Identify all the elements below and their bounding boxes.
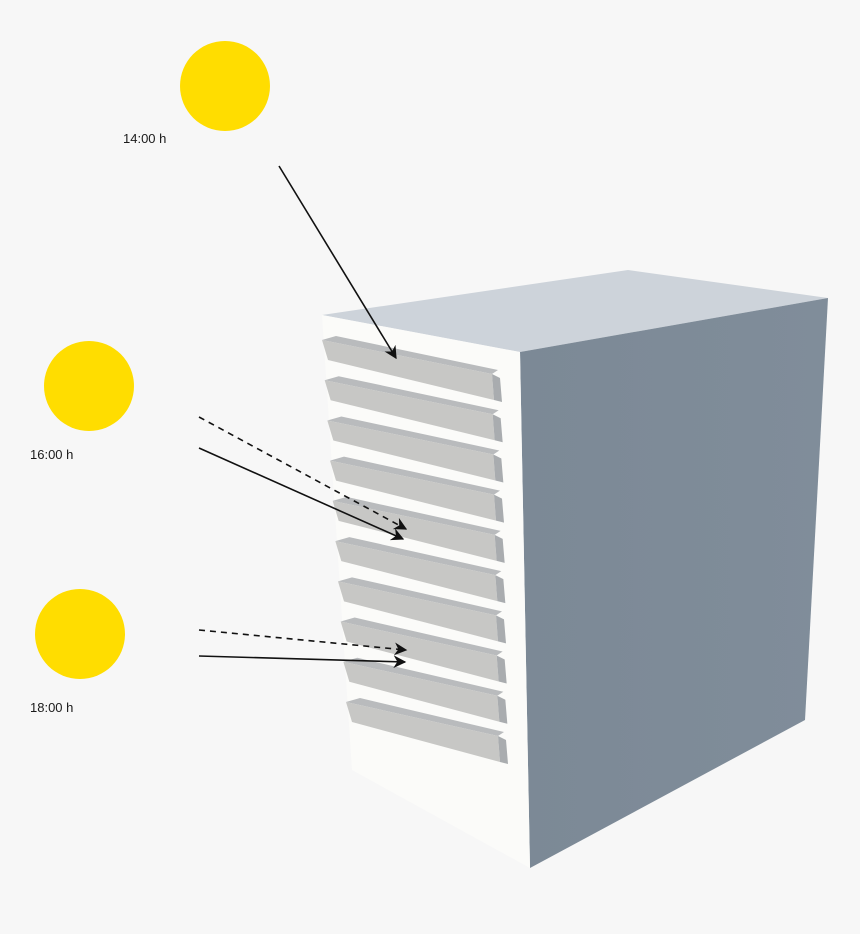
louver-side-edge — [492, 374, 502, 402]
ray-1600-solid — [198, 447, 405, 541]
louver-face — [343, 661, 500, 722]
louver-blade — [332, 496, 505, 563]
louver-top-edge — [343, 657, 504, 696]
sun-1400-group: 14:00 h — [123, 41, 270, 146]
louver-face — [322, 340, 494, 400]
louver-top-edge — [332, 496, 501, 535]
sun-1600-label: 16:00 h — [30, 447, 73, 462]
building-side-face — [520, 298, 828, 868]
building — [322, 270, 828, 868]
louver-side-edge — [493, 454, 504, 483]
louver-face — [332, 500, 497, 561]
louver-top-edge — [335, 537, 502, 576]
louver-face — [340, 621, 499, 682]
louver-blade — [324, 376, 503, 443]
louver-top-edge — [340, 617, 503, 656]
louver-side-edge — [497, 695, 508, 724]
louver-side-edge — [496, 655, 507, 684]
louver-blade — [343, 657, 508, 724]
louver-blade — [330, 456, 504, 523]
louver-face — [338, 581, 498, 642]
louver-top-edge — [346, 698, 504, 736]
louver-side-edge — [492, 414, 503, 443]
louver-blade — [340, 617, 507, 684]
louver-top-edge — [338, 577, 502, 616]
louver-face — [346, 702, 500, 762]
sun-1400-label: 14:00 h — [123, 131, 166, 146]
louver-face — [324, 380, 495, 441]
sun-1600-group: 16:00 h — [30, 341, 134, 462]
sun-1600-icon — [44, 341, 134, 431]
louver-face — [330, 460, 496, 521]
louver-blade — [327, 416, 504, 483]
louver-side-edge — [495, 575, 506, 604]
ray-1800-dashed — [198, 629, 408, 656]
louver-blade — [335, 537, 506, 604]
sun-1800-group: 18:00 h — [30, 589, 125, 715]
louver-top-edge — [324, 376, 499, 415]
louver-side-edge — [498, 736, 508, 764]
building-top-face — [322, 270, 828, 352]
sun-rays — [198, 165, 408, 669]
louver-face — [335, 541, 498, 602]
louver-face — [327, 420, 496, 481]
louver-top-edge — [322, 336, 498, 374]
louver-blade — [346, 698, 508, 764]
sun-1400-icon — [180, 41, 270, 131]
louver-top-edge — [330, 456, 500, 495]
sun-1800-label: 18:00 h — [30, 700, 73, 715]
louver-panel — [322, 336, 508, 764]
louver-side-edge — [496, 615, 506, 644]
louver-side-edge — [494, 494, 504, 523]
louver-blade — [322, 336, 502, 402]
ray-1400-solid — [278, 165, 397, 360]
sun-1800-icon — [35, 589, 125, 679]
louver-side-edge — [494, 534, 505, 563]
louver-top-edge — [327, 416, 500, 455]
ray-1800-solid — [198, 655, 407, 669]
louver-blade — [338, 577, 506, 644]
